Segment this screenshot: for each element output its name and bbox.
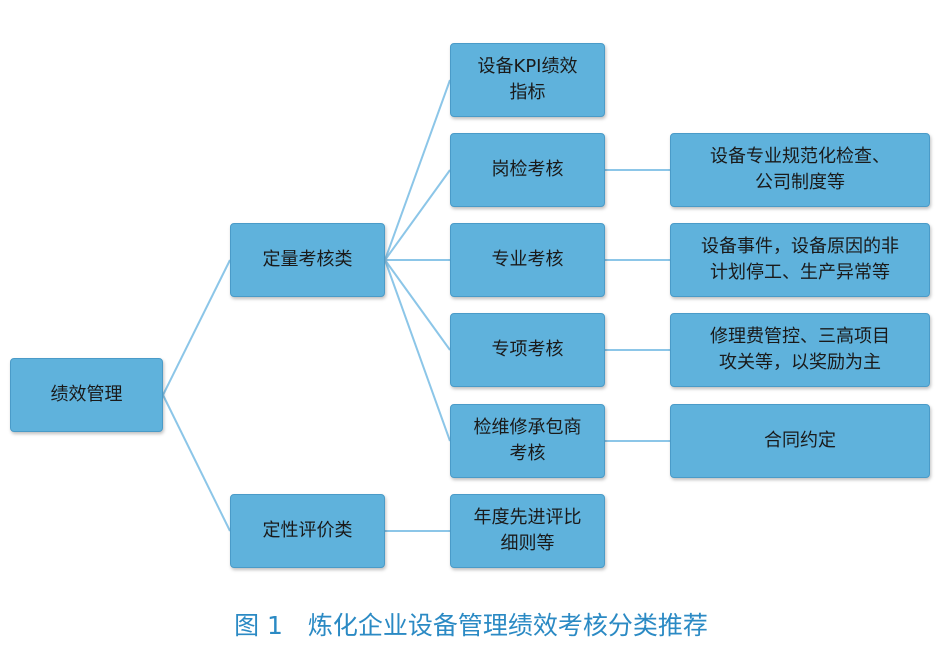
connector-root-quant (162, 259, 231, 396)
node-gangjian: 岗检考核 (450, 133, 605, 207)
connector-quant-kpi (384, 79, 451, 261)
node-root: 绩效管理 (10, 358, 163, 432)
node-detail-zhuanxiang: 修理费管控、三高项目 攻关等，以奖励为主 (670, 313, 930, 387)
node-quantitative: 定量考核类 (230, 223, 385, 297)
figure-caption: 图 1 炼化企业设备管理绩效考核分类推荐 (234, 611, 708, 640)
node-detail-gangjian: 设备专业规范化检查、 公司制度等 (670, 133, 930, 207)
node-zhuanxiang: 专项考核 (450, 313, 605, 387)
node-detail-contractor: 合同约定 (670, 404, 930, 478)
node-detail-zhuanye: 设备事件，设备原因的非 计划停工、生产异常等 (670, 223, 930, 297)
node-contractor: 检维修承包商 考核 (450, 404, 605, 478)
node-annual: 年度先进评比 细则等 (450, 494, 605, 568)
connector-quant-zhuanxiang (384, 259, 451, 351)
connector-quant-gangjian (384, 169, 451, 261)
node-kpi: 设备KPI绩效 指标 (450, 43, 605, 117)
node-zhuanye: 专业考核 (450, 223, 605, 297)
connector-root-qual (162, 394, 231, 532)
connector-quant-contractor (384, 259, 451, 442)
node-qualitative: 定性评价类 (230, 494, 385, 568)
